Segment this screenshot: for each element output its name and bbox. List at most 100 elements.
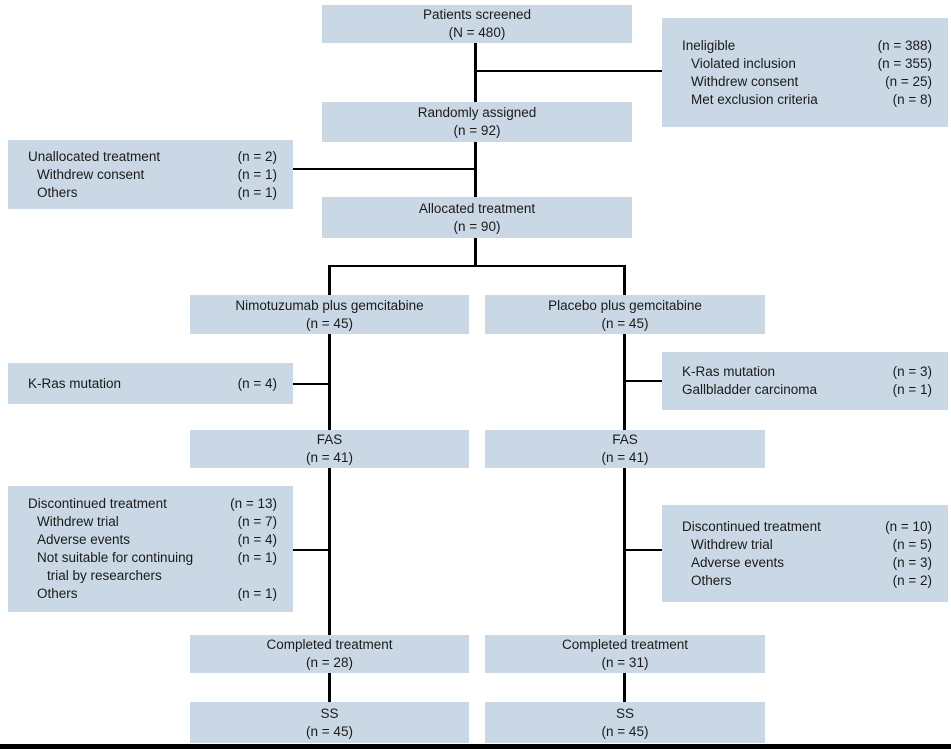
box-arm-placebo: Placebo plus gemcitabine (n = 45) (485, 295, 765, 334)
box-completed-right: Completed treatment (n = 31) (485, 635, 765, 673)
row-label: Withdrew trial (37, 514, 119, 529)
row-label: Discontinued treatment (28, 496, 167, 511)
connector-split-horizontal (328, 265, 626, 267)
ineligible-row: Met exclusion criteria (n = 8) (682, 91, 932, 109)
connector-branch-kras-left (293, 383, 329, 385)
row-value: (n = 3) (892, 554, 932, 570)
connector-screened-to-randomized (474, 43, 477, 102)
discontinued-right-row: Adverse events (n = 3) (682, 554, 932, 572)
row-value: (n = 4) (237, 532, 277, 547)
kras-left-row: K-Ras mutation (n = 4) (28, 375, 277, 393)
row-label: trial by researchers (47, 568, 162, 583)
connector-split-left-drop (328, 265, 331, 295)
row-label: K-Ras mutation (682, 364, 776, 379)
ineligible-row: Ineligible (n = 388) (682, 37, 932, 55)
row-value: (n = 3) (892, 364, 932, 379)
row-value: (n = 5) (892, 536, 932, 552)
row-value: (n = 25) (885, 73, 932, 89)
connector-branch-discontinued-right (626, 549, 662, 551)
ss-right-count: (n = 45) (601, 723, 649, 739)
connector-fasleft-to-completed (328, 468, 331, 635)
row-label: Withdrew consent (691, 73, 799, 89)
row-value: (n = 1) (237, 550, 277, 565)
arm-nimotuzumab-label: Nimotuzumab plus gemcitabine (235, 297, 424, 313)
connector-randomized-to-allocated (474, 142, 477, 197)
randomly-assigned-label: Randomly assigned (417, 105, 537, 120)
discontinued-left-row: Withdrew trial (n = 7) (28, 513, 277, 531)
randomly-assigned-count: (n = 92) (453, 123, 501, 138)
ss-right-label: SS (615, 705, 634, 721)
connector-branch-ineligible (476, 70, 662, 72)
ineligible-row: Violated inclusion (n = 355) (682, 55, 932, 73)
row-value: (n = 1) (892, 382, 932, 397)
connector-branch-kras-right (626, 380, 662, 382)
row-value: (n = 388) (877, 37, 932, 53)
box-arm-nimotuzumab: Nimotuzumab plus gemcitabine (n = 45) (190, 295, 469, 334)
row-label: Not suitable for continuing (37, 550, 194, 565)
completed-left-label: Completed treatment (266, 637, 393, 652)
row-value: (n = 7) (237, 514, 277, 529)
fas-left-label: FAS (316, 432, 343, 447)
row-value: (n = 2) (892, 572, 932, 588)
unallocated-row: Unallocated treatment (n = 2) (28, 148, 277, 166)
row-value: (n = 2) (237, 148, 277, 164)
fas-left-count: (n = 41) (306, 450, 353, 465)
discontinued-left-row: Discontinued treatment (n = 13) (28, 495, 277, 513)
patients-screened-count: (N = 480) (448, 25, 506, 40)
discontinued-left-row: Others (n = 1) (28, 585, 277, 603)
connector-branch-discontinued-left (293, 549, 329, 551)
box-discontinued-right: Discontinued treatment (n = 10) Withdrew… (662, 505, 948, 602)
connector-completedleft-to-ss (328, 673, 331, 702)
box-ss-left: SS (n = 45) (190, 702, 469, 743)
box-allocated-treatment: Allocated treatment (n = 90) (322, 197, 632, 238)
discontinued-left-row: trial by researchers (28, 567, 277, 585)
ss-left-count: (n = 45) (306, 723, 353, 739)
ineligible-row: Withdrew consent (n = 25) (682, 73, 932, 91)
connector-armright-to-fas (623, 334, 626, 430)
row-label: K-Ras mutation (28, 375, 122, 391)
kras-right-row: Gallbladder carcinoma (n = 1) (682, 381, 932, 399)
fas-right-label: FAS (612, 432, 638, 447)
row-value: (n = 8) (892, 91, 932, 107)
unallocated-row: Others (n = 1) (28, 184, 277, 202)
box-ineligible: Ineligible (n = 388) Violated inclusion … (662, 18, 948, 127)
row-label: Discontinued treatment (682, 518, 821, 534)
connector-completedright-to-ss (623, 673, 626, 702)
allocated-treatment-label: Allocated treatment (418, 200, 536, 216)
ss-left-label: SS (320, 705, 339, 721)
box-patients-screened: Patients screened (N = 480) (322, 5, 632, 43)
completed-right-label: Completed treatment (561, 637, 689, 652)
completed-right-count: (n = 31) (601, 655, 649, 670)
kras-right-row: K-Ras mutation (n = 3) (682, 363, 932, 381)
box-kras-left: K-Ras mutation (n = 4) (8, 363, 293, 404)
row-label: Unallocated treatment (28, 148, 161, 164)
connector-branch-unallocated (293, 168, 475, 170)
row-value: (n = 1) (237, 184, 277, 200)
row-label: Met exclusion criteria (691, 91, 818, 107)
row-label: Others (37, 184, 78, 200)
row-label: Gallbladder carcinoma (682, 382, 818, 397)
box-fas-left: FAS (n = 41) (190, 430, 469, 468)
row-value: (n = 13) (230, 496, 277, 511)
row-label: Withdrew trial (691, 536, 773, 552)
discontinued-right-row: Discontinued treatment (n = 10) (682, 518, 932, 536)
row-label: Others (691, 572, 732, 588)
allocated-treatment-count: (n = 90) (453, 218, 501, 234)
box-unallocated: Unallocated treatment (n = 2) Withdrew c… (8, 140, 293, 209)
unallocated-row: Withdrew consent (n = 1) (28, 166, 277, 184)
discontinued-right-row: Withdrew trial (n = 5) (682, 536, 932, 554)
box-ss-right: SS (n = 45) (485, 702, 765, 743)
connector-fasright-to-completed (623, 468, 626, 635)
box-completed-left: Completed treatment (n = 28) (190, 635, 469, 673)
patients-screened-label: Patients screened (422, 7, 532, 22)
fas-right-count: (n = 41) (601, 450, 649, 465)
row-label: Others (37, 586, 78, 601)
box-discontinued-left: Discontinued treatment (n = 13) Withdrew… (8, 486, 293, 612)
arm-placebo-label: Placebo plus gemcitabine (548, 297, 702, 313)
arm-nimotuzumab-count: (n = 45) (306, 315, 353, 331)
discontinued-left-row: Not suitable for continuing (n = 1) (28, 549, 277, 567)
row-value: (n = 4) (237, 375, 277, 391)
box-kras-right: K-Ras mutation (n = 3) Gallbladder carci… (662, 352, 948, 410)
row-value: (n = 1) (237, 586, 277, 601)
